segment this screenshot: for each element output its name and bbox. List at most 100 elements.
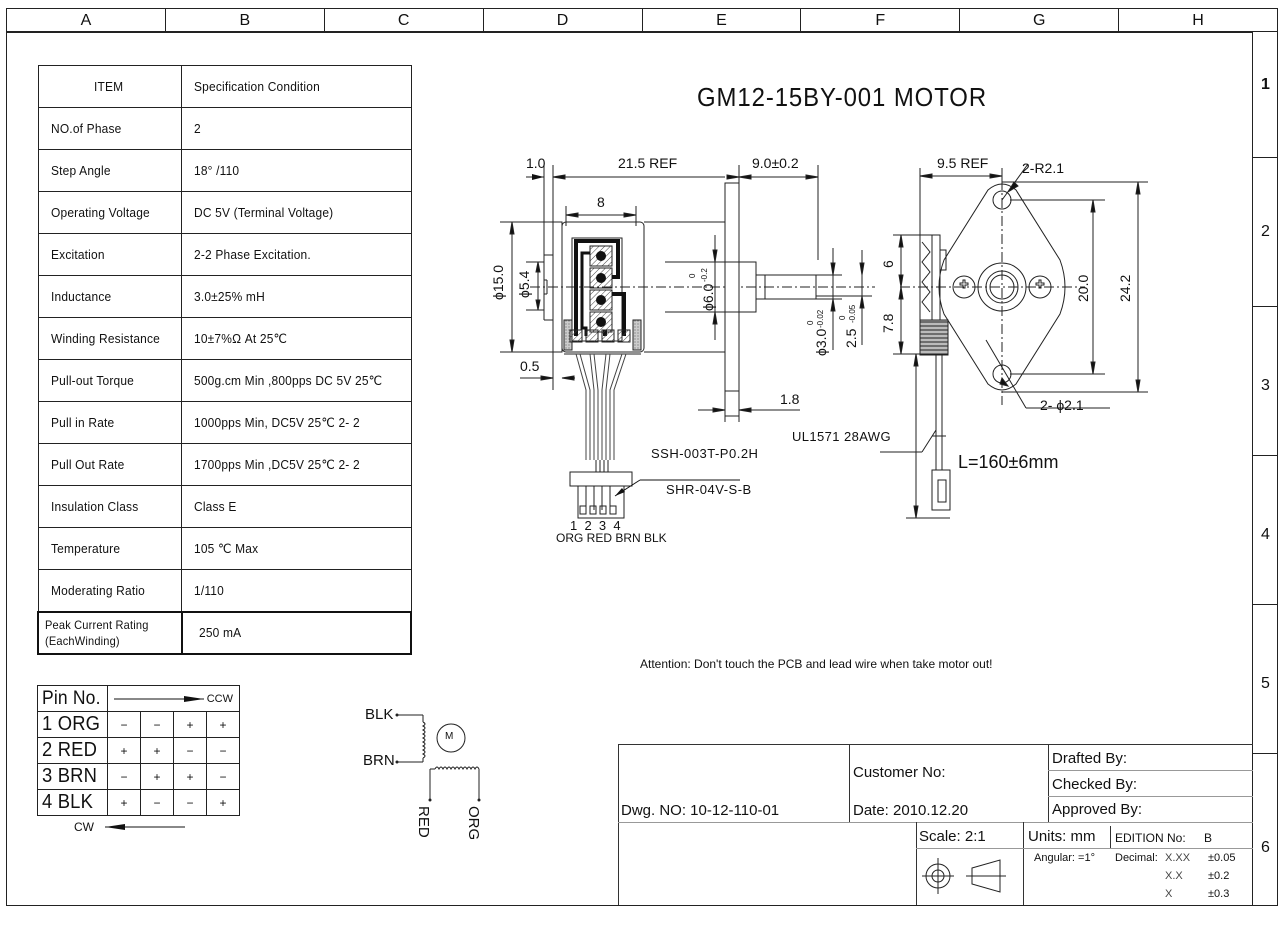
spec-value: 250 mA [198, 624, 241, 640]
drafted-by-label: Drafted By: [1052, 750, 1128, 767]
dim-24-2: 24.2 [1117, 274, 1133, 302]
tolerance-value: ±0.05 [1208, 852, 1236, 864]
spec-item: Pull-out Torque [50, 373, 134, 388]
tolerance-value: ±0.3 [1208, 888, 1230, 900]
step-cell: + [107, 789, 141, 816]
specification-table: ITEM Specification Condition NO.of Phase… [37, 65, 413, 655]
row-label: 6 [1261, 839, 1270, 856]
drawing-frame [6, 32, 1278, 906]
spec-row: Insulation Class Class E [37, 485, 412, 528]
dim-6: 6 [880, 260, 896, 268]
column-label: D [484, 9, 643, 31]
step-cell: + [173, 711, 207, 738]
cw-label: CW [74, 820, 94, 834]
dim-9-0: 9.0±0.2 [752, 155, 799, 171]
step-cell: − [107, 711, 141, 738]
pin-sequence-table: Pin No. CCW 1 ORG−−++ 2 RED++−− 3 BRN−++… [37, 685, 240, 816]
spec-value: 105 ℃ Max [194, 540, 259, 556]
spec-row: Pull-out Torque 500g.cm Min ,800pps DC 5V… [37, 359, 412, 402]
row-label: 5 [1253, 604, 1278, 754]
column-label: H [1192, 12, 1204, 29]
terminal-dot [395, 713, 399, 717]
schematic-label-brn: BRN [363, 752, 395, 769]
terminal-dot [395, 760, 399, 764]
spec-item: Temperature [50, 541, 120, 556]
spec-item: Step Angle [50, 163, 111, 178]
step-cell: + [140, 763, 174, 790]
pin-header-label: Pin No. [42, 687, 101, 709]
spec-row: Step Angle 18° /110 [37, 149, 412, 192]
spec-table-header: ITEM Specification Condition [37, 65, 412, 108]
dim-1-0: 1.0 [526, 155, 546, 171]
spec-value: 1/110 [194, 582, 224, 598]
dim-8: 8 [597, 194, 605, 210]
row-label: 2 [1253, 157, 1278, 307]
title-block: Customer No: Drafted By: Checked By: App… [618, 744, 1253, 905]
leader-line [640, 479, 740, 481]
step-cell: − [107, 763, 141, 790]
spec-value: 2-2 Phase Excitation. [194, 247, 311, 262]
customer-no-label: Customer No: [853, 764, 946, 781]
schematic-label-blk: BLK [365, 706, 394, 723]
scale-value: Scale: 2:1 [919, 828, 986, 845]
pin-label: 1 ORG [42, 713, 101, 735]
tolerance-format: X.X [1165, 870, 1183, 882]
connector-part-shr: SHR-04V-S-B [666, 482, 752, 497]
step-cell: − [173, 789, 207, 816]
dim-7-8: 7.8 [880, 313, 896, 333]
spec-value: 18° /110 [194, 163, 240, 178]
dim-0-5: 0.5 [520, 358, 540, 374]
spec-item: Pull Out Rate [50, 457, 125, 472]
pin-row: 3 BRN−++− [37, 763, 240, 790]
dim-phi-6-tol-bot: -0.2 [700, 268, 709, 282]
connector-pin-numbers: 1 2 3 4 [570, 518, 621, 533]
cw-arrow-icon [105, 824, 185, 830]
wire-spec-label: UL1571 28AWG [792, 429, 891, 444]
column-label: F [801, 9, 961, 31]
drawing-number: Dwg. NO: 10-12-110-01 [621, 802, 780, 819]
tolerance-format: X [1165, 888, 1173, 900]
dim-9-5-ref: 9.5 REF [937, 155, 989, 171]
pin-table-header: Pin No. CCW [37, 685, 240, 712]
dim-2-phi-2-1: 2- ϕ2.1 [1040, 397, 1084, 413]
spec-item: Insulation Class [50, 499, 138, 514]
spec-value: Class E [194, 499, 237, 514]
attention-note: Attention: Don't touch the PCB and lead … [640, 657, 993, 671]
pin-label: 3 BRN [42, 765, 98, 787]
units-value: Units: mm [1028, 828, 1096, 845]
column-header-strip: A B C D E F G H [6, 8, 1278, 32]
side-view-drawing [500, 165, 875, 460]
dim-2-r2-1: 2-R2.1 [1022, 160, 1065, 176]
edition-label: EDITION No: [1115, 831, 1186, 845]
step-cell: + [107, 737, 141, 764]
spec-item: Inductance [50, 289, 111, 304]
spec-header-item: ITEM [93, 79, 124, 94]
step-cell: − [173, 737, 207, 764]
spec-row-peak-current: Peak Current Rating(EachWinding) 250 mA [37, 610, 413, 655]
checked-by-label: Checked By: [1052, 776, 1138, 793]
spec-item: Moderating Ratio [50, 582, 145, 598]
spec-header-value: Specification Condition [194, 79, 320, 94]
dim-2-5-tol-bot: -0.05 [848, 304, 857, 323]
connector-pin-colors: ORG RED BRN BLK [556, 531, 667, 545]
step-cell: + [173, 763, 207, 790]
spec-value: 500g.cm Min ,800pps DC 5V 25℃ [194, 372, 383, 388]
row-label: 4 [1253, 455, 1278, 605]
ccw-label: CCW [206, 692, 233, 705]
column-label: C [325, 9, 484, 31]
spec-row: Moderating Ratio 1/110 [37, 569, 412, 612]
pin-label: 2 RED [42, 739, 98, 761]
spec-item: Pull in Rate [50, 415, 114, 430]
drawing-date: Date: 2010.12.20 [853, 802, 969, 819]
spec-item: Operating Voltage [50, 205, 150, 220]
motor-symbol-label: M [445, 731, 454, 742]
spec-value: 10±7%Ω At 25℃ [194, 330, 288, 346]
pin-row: 2 RED++−− [37, 737, 240, 764]
spec-value: 2 [194, 121, 201, 136]
pin-row: 4 BLK+−−+ [37, 789, 240, 816]
